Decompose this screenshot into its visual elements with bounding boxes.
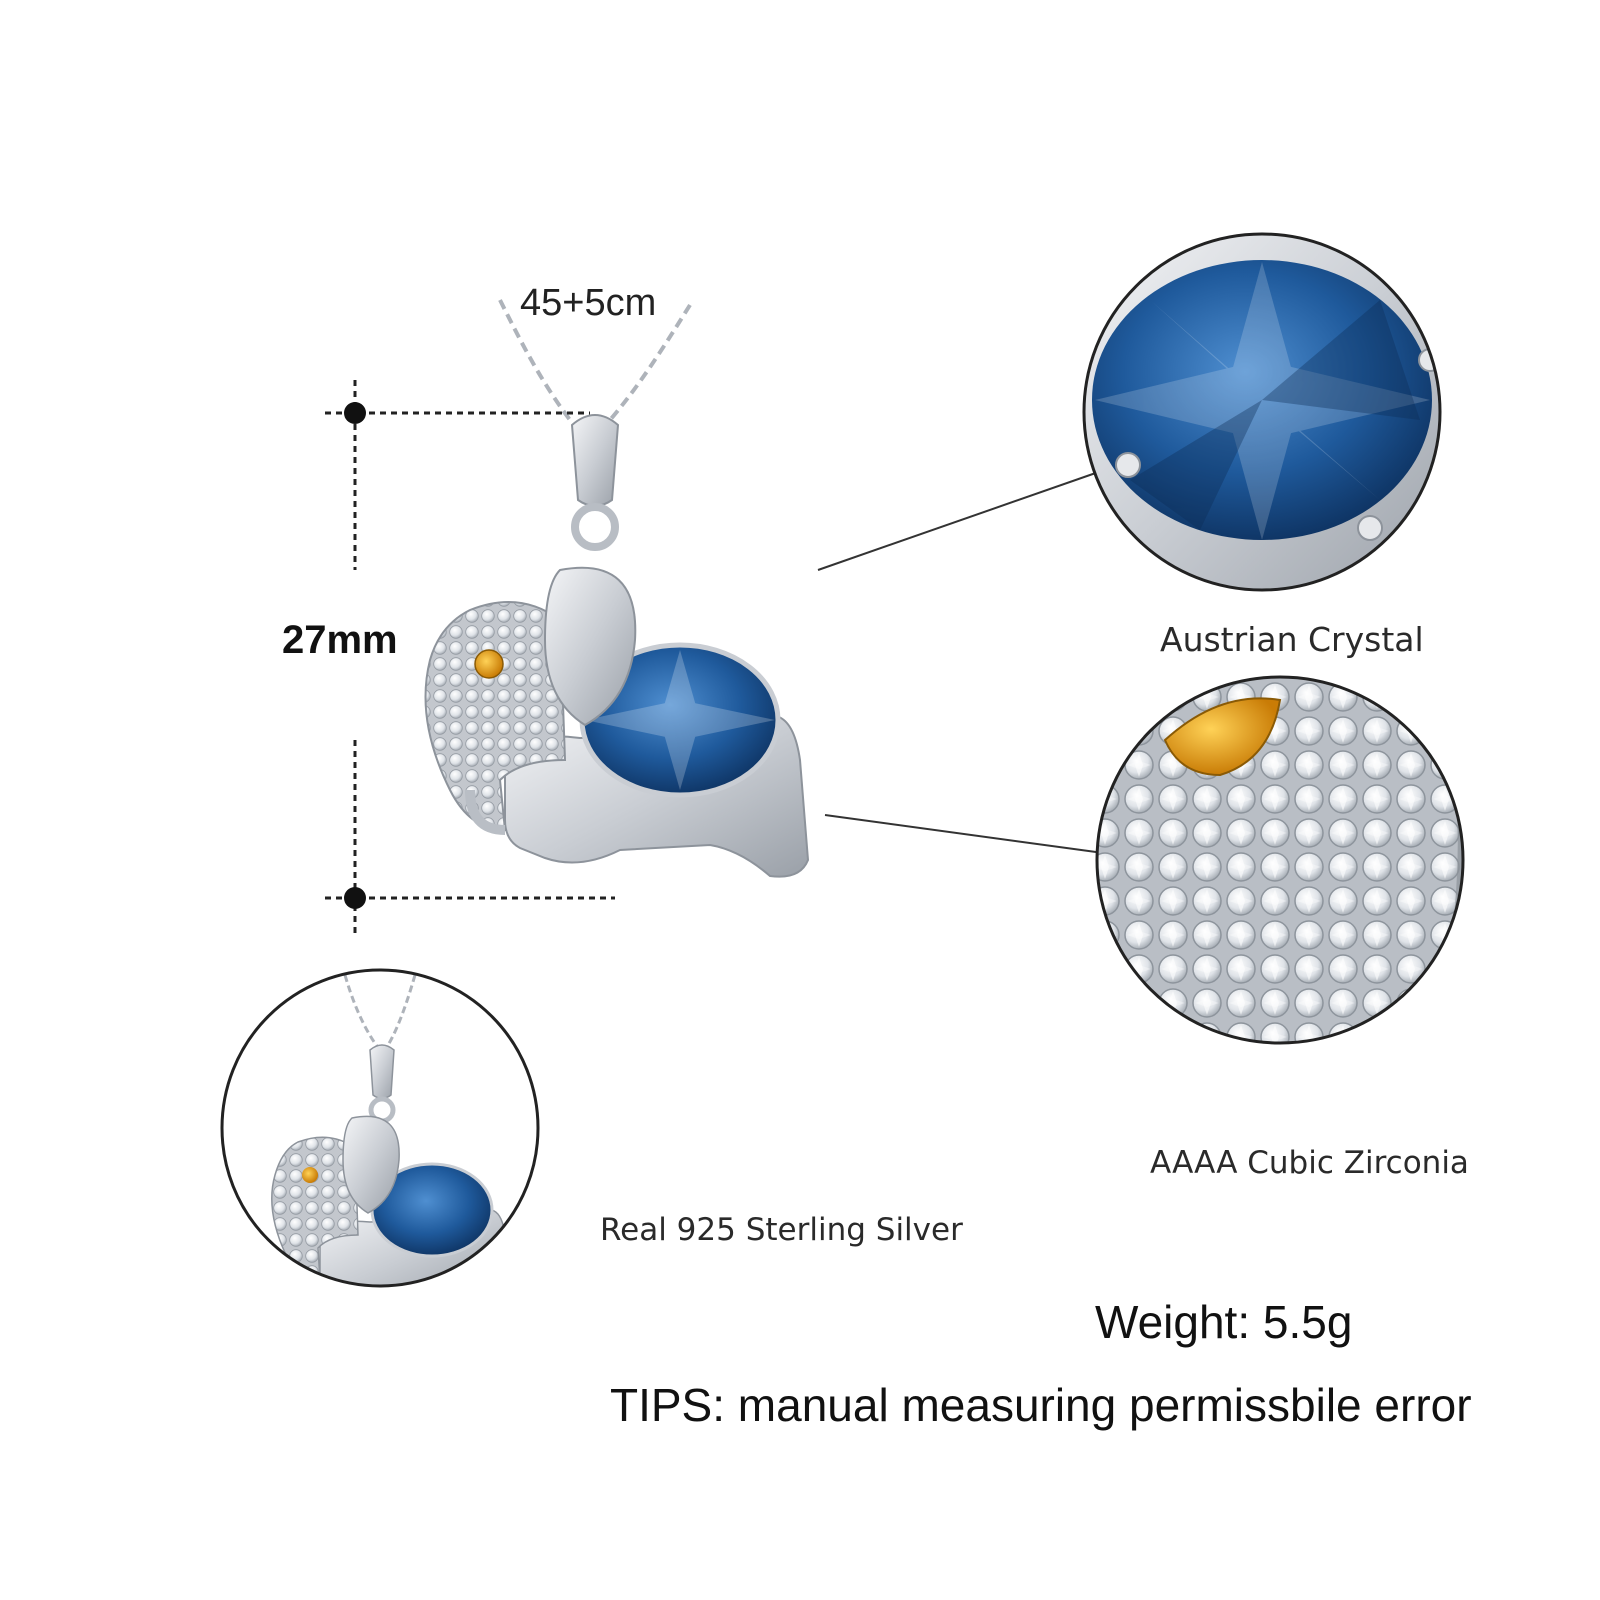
dimension-top-dot [344, 402, 366, 424]
elephant-pendant [424, 566, 810, 878]
chain [498, 299, 692, 422]
crystal-closeup [1082, 232, 1442, 592]
zirconia-label: AAAA Cubic Zirconia [1150, 1145, 1469, 1181]
silver-thumbnail [220, 968, 540, 1288]
pendant-main-image [424, 299, 810, 878]
dimension-bottom-dot [344, 887, 366, 909]
chain-length-label: 45+5cm [520, 282, 657, 324]
dimension-markers [325, 380, 615, 935]
leader-line-crystal [817, 467, 1111, 571]
crystal-label: Austrian Crystal [1160, 620, 1424, 659]
silver-label: Real 925 Sterling Silver [600, 1212, 963, 1248]
pendant-bail [570, 414, 620, 551]
tips-label: TIPS: manual measuring permissbile error [610, 1379, 1472, 1431]
weight-label: Weight: 5.5g [1095, 1296, 1353, 1348]
leader-line-zirconia [824, 814, 1119, 856]
pendant-height-label: 27mm [282, 618, 398, 662]
zirconia-closeup [1095, 675, 1465, 1045]
